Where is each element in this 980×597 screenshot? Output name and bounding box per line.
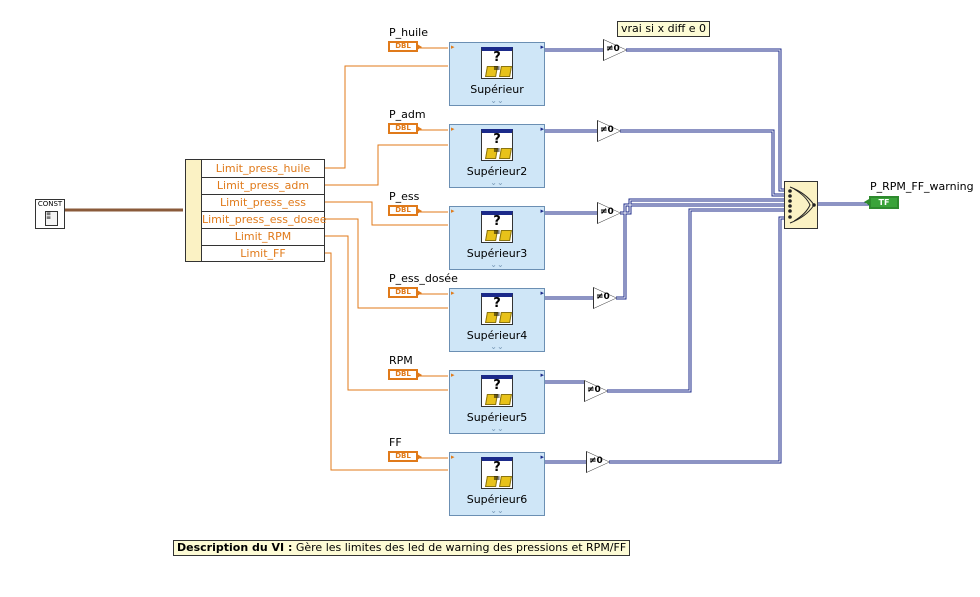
constant-label: CONST bbox=[37, 200, 63, 208]
not-equal-zero-label: ≠0 bbox=[600, 125, 614, 135]
not-equal-zero-node[interactable]: ≠0 bbox=[603, 39, 629, 61]
cluster-field[interactable]: Limit_RPM bbox=[202, 228, 324, 246]
cluster-field[interactable]: Limit_FF bbox=[240, 247, 286, 260]
description-text: Gère les limites des led de warning des … bbox=[292, 541, 627, 554]
subvi-superieur[interactable]: ▸▸ ?= Supérieur ⌄⌄ bbox=[449, 42, 545, 106]
subvi-name: Supérieur5 bbox=[466, 411, 528, 424]
input-label: P_huile bbox=[389, 26, 428, 39]
not-equal-zero-node[interactable]: ≠0 bbox=[584, 380, 610, 402]
expand-chevron-icon[interactable]: ⌄⌄ bbox=[490, 342, 504, 351]
unbundle-bar bbox=[186, 160, 202, 261]
input-label: RPM bbox=[389, 354, 413, 367]
cluster-field[interactable]: Limit_press_adm bbox=[202, 177, 324, 195]
expand-chevron-icon[interactable]: ⌄⌄ bbox=[490, 96, 504, 105]
vi-description: Description du VI : Gère les limites des… bbox=[173, 540, 631, 556]
subvi-icon: ?= bbox=[481, 375, 513, 407]
subvi-superieur5[interactable]: ▸▸ ?= Supérieur5 ⌄⌄ bbox=[449, 370, 545, 434]
not-equal-zero-label: ≠0 bbox=[587, 385, 601, 395]
subvi-icon: ?= bbox=[481, 47, 513, 79]
subvi-name: Supérieur4 bbox=[466, 329, 528, 342]
subvi-name: Supérieur6 bbox=[466, 493, 528, 506]
cluster-field[interactable]: Limit_press_huile bbox=[202, 160, 324, 178]
description-heading: Description du VI : bbox=[177, 541, 293, 554]
expand-chevron-icon[interactable]: ⌄⌄ bbox=[490, 424, 504, 433]
subvi-icon: ?= bbox=[481, 129, 513, 161]
subvi-superieur4[interactable]: ▸▸ ?= Supérieur4 ⌄⌄ bbox=[449, 288, 545, 352]
expand-chevron-icon[interactable]: ⌄⌄ bbox=[490, 260, 504, 269]
dbl-terminal[interactable]: DBL bbox=[388, 451, 422, 462]
dbl-terminal[interactable]: DBL bbox=[388, 369, 422, 380]
not-equal-zero-node[interactable]: ≠0 bbox=[586, 451, 612, 473]
not-equal-zero-label: ≠0 bbox=[600, 207, 614, 217]
subvi-name: Supérieur3 bbox=[466, 247, 528, 260]
dbl-terminal[interactable]: DBL bbox=[388, 287, 422, 298]
dbl-terminal[interactable]: DBL bbox=[388, 41, 422, 52]
not-equal-zero-label: ≠0 bbox=[596, 292, 610, 302]
subvi-superieur2[interactable]: ▸▸ ?= Supérieur2 ⌄⌄ bbox=[449, 124, 545, 188]
constant-doc-icon: ≡≡ bbox=[45, 211, 58, 226]
not-equal-zero-node[interactable]: ≠0 bbox=[593, 287, 619, 309]
subvi-superieur3[interactable]: ▸▸ ?= Supérieur3 ⌄⌄ bbox=[449, 206, 545, 270]
not-equal-zero-node[interactable]: ≠0 bbox=[597, 120, 623, 142]
comment-label: vrai si x diff e 0 bbox=[617, 21, 710, 37]
subvi-icon: ?= bbox=[481, 211, 513, 243]
compound-or-icon bbox=[788, 186, 816, 224]
not-equal-zero-label: ≠0 bbox=[606, 44, 620, 54]
expand-chevron-icon[interactable]: ⌄⌄ bbox=[490, 178, 504, 187]
input-label: P_adm bbox=[389, 108, 426, 121]
not-equal-zero-node[interactable]: ≠0 bbox=[597, 202, 623, 224]
subvi-icon: ?= bbox=[481, 293, 513, 325]
expand-chevron-icon[interactable]: ⌄⌄ bbox=[490, 506, 504, 515]
dbl-terminal[interactable]: DBL bbox=[388, 205, 422, 216]
input-label: FF bbox=[389, 436, 402, 449]
input-label: P_ess bbox=[389, 190, 420, 203]
subvi-icon: ?= bbox=[481, 457, 513, 489]
dbl-terminal[interactable]: DBL bbox=[388, 123, 422, 134]
cluster-field[interactable]: Limit_press_ess bbox=[202, 194, 324, 212]
cluster-field[interactable]: Limit_press_ess_dosee bbox=[202, 211, 326, 229]
subvi-name: Supérieur bbox=[470, 83, 524, 96]
unbundle-by-name-node[interactable]: Limit_press_huile Limit_press_adm Limit_… bbox=[185, 159, 326, 262]
subvi-superieur6[interactable]: ▸▸ ?= Supérieur6 ⌄⌄ bbox=[449, 452, 545, 516]
input-label: P_ess_dosée bbox=[389, 272, 458, 285]
output-label: P_RPM_FF_warning bbox=[870, 180, 974, 193]
not-equal-zero-label: ≠0 bbox=[589, 456, 603, 466]
subvi-name: Supérieur2 bbox=[466, 165, 528, 178]
constant-block[interactable]: CONST ≡≡ bbox=[35, 199, 65, 229]
bool-indicator-terminal[interactable]: TF bbox=[864, 196, 899, 209]
